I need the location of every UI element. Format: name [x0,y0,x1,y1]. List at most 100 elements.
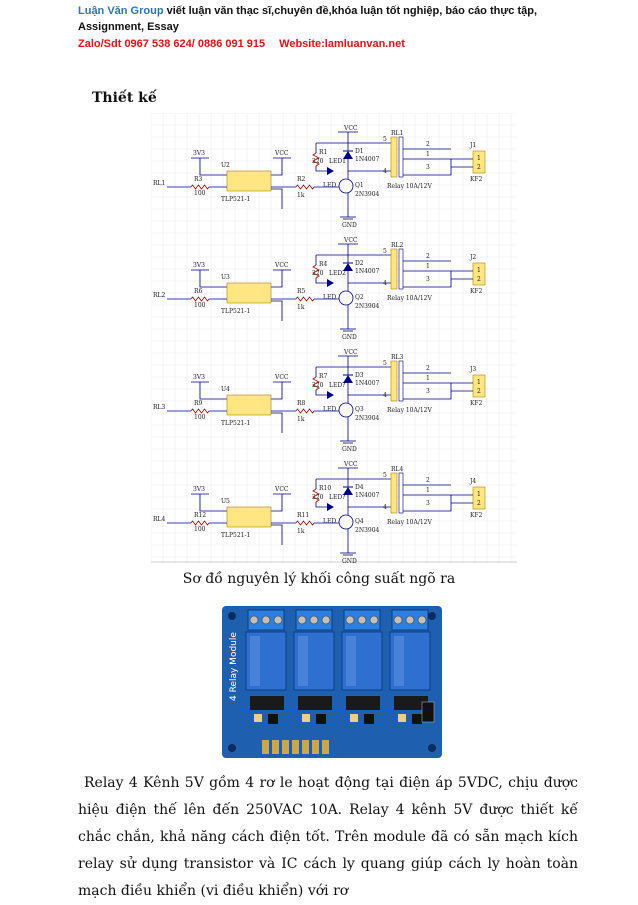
resistor-label: R4 [319,261,328,268]
wire [271,158,283,176]
led-symbol [327,503,334,511]
screw-icon [369,615,379,625]
optocoupler-symbol [226,506,272,528]
relay-part: Relay 10A/12V [387,519,432,526]
pin-label: 5 [383,472,387,479]
jumper-header [421,701,435,723]
led-text: LED [323,406,336,413]
diode-symbol [343,263,353,271]
resistor-value: 220 [312,270,324,277]
pin-label: 2 [426,477,430,484]
resistor-led [312,488,320,503]
optocoupler-part: TLP521-1 [221,420,250,427]
relay-label-area [298,636,308,686]
header-text: viết luận văn thạc sĩ,chuyên đề,khóa luậ… [163,5,538,17]
diode-symbol [343,487,353,495]
header-contact: Zalo/Sdt 0967 538 624/ 0886 091 915 [78,38,266,50]
mounting-hole [428,744,436,752]
diode-label: D3 [355,372,364,379]
header-pin [282,740,289,754]
relay-body [398,472,404,514]
pin-label: 2 [426,141,430,148]
header-pin [292,740,299,754]
transistor-label: Q4 [355,518,364,525]
pin-label: 1 [426,151,430,158]
transistor-part [268,714,278,724]
relay-label-area [250,636,260,686]
pin-label: 5 [383,136,387,143]
pin-label: 1 [426,263,430,270]
body-paragraph: Relay 4 Kênh 5V gồm 4 rơ le hoạt động tạ… [78,770,578,905]
header-pin [322,740,329,754]
resistor-label: R12 [194,512,206,519]
transistor-part [412,714,422,724]
optocoupler-chip [346,696,380,710]
relay-body [398,360,404,402]
screw-icon [417,615,427,625]
relay-coil [390,136,398,178]
led-text: LED [323,182,336,189]
transistor-part [364,714,374,724]
transistor-symbol [338,514,354,530]
transistor-label: Q1 [355,182,364,189]
vcc-label: VCC [343,349,358,356]
connector-symbol [472,486,486,510]
relay-body [398,248,404,290]
wire [271,412,283,433]
header-pin [302,740,309,754]
resistor-label: R2 [297,176,306,183]
pin-label: 2 [426,253,430,260]
resistor-base [295,296,315,302]
pin-label: 2 [477,276,481,283]
pin-label: 2 [477,500,481,507]
v33-label: 3V3 [193,374,205,381]
screw-icon [357,615,367,625]
section-title: Thiết kế [92,90,157,106]
wire [199,382,227,400]
transistor-part: 2N3904 [355,303,380,310]
header-pin [312,740,319,754]
resistor-input [190,408,210,414]
transistor-label: Q2 [355,294,364,301]
led-label: LED1 [329,158,346,165]
relay-label-area [394,636,404,686]
input-label: RL1 [153,180,165,187]
vcc-label: VCC [343,461,358,468]
led-label: LED? [329,382,345,389]
pin-label: 3 [426,500,430,507]
vcc-label: VCC [274,262,289,269]
pin-label: 5 [383,360,387,367]
diode-label: D4 [355,484,364,491]
led-symbol [327,279,334,287]
optocoupler-label: U3 [221,274,230,281]
optocoupler-label: U4 [221,386,230,393]
diode-part: 1N4007 [355,380,380,387]
pin-label: 1 [477,379,481,386]
resistor-part [350,714,358,722]
resistor-input [190,296,210,302]
diode-part: 1N4007 [355,268,380,275]
led-label: LED? [329,494,345,501]
screw-icon [309,615,319,625]
input-label: RL4 [153,516,166,523]
relay-body [398,136,404,178]
header-line-1: Luận Văn Group viết luận văn thạc sĩ,chu… [78,3,618,19]
pin-label: 2 [426,365,430,372]
optocoupler-chip [250,696,284,710]
relay-module-photo: 4 Relay Module [222,606,442,758]
resistor-value: 1k [297,528,305,535]
mounting-hole [428,612,436,620]
page-header: Luận Văn Group viết luận văn thạc sĩ,chu… [78,3,618,52]
resistor-part [302,714,310,722]
header-line-2: Assignment, Essay [78,21,179,33]
figure-caption: Sơ đồ nguyên lý khối công suất ngõ ra [182,571,456,587]
relay-label: RL1 [391,130,403,137]
resistor-base [295,408,315,414]
relay-coil [390,472,398,514]
led-symbol [327,391,334,399]
wire [315,502,327,508]
header-website: Website:lamluanvan.net [279,38,405,50]
relay-part: Relay 10A/12V [387,295,432,302]
connector-part: KF2 [470,288,483,295]
